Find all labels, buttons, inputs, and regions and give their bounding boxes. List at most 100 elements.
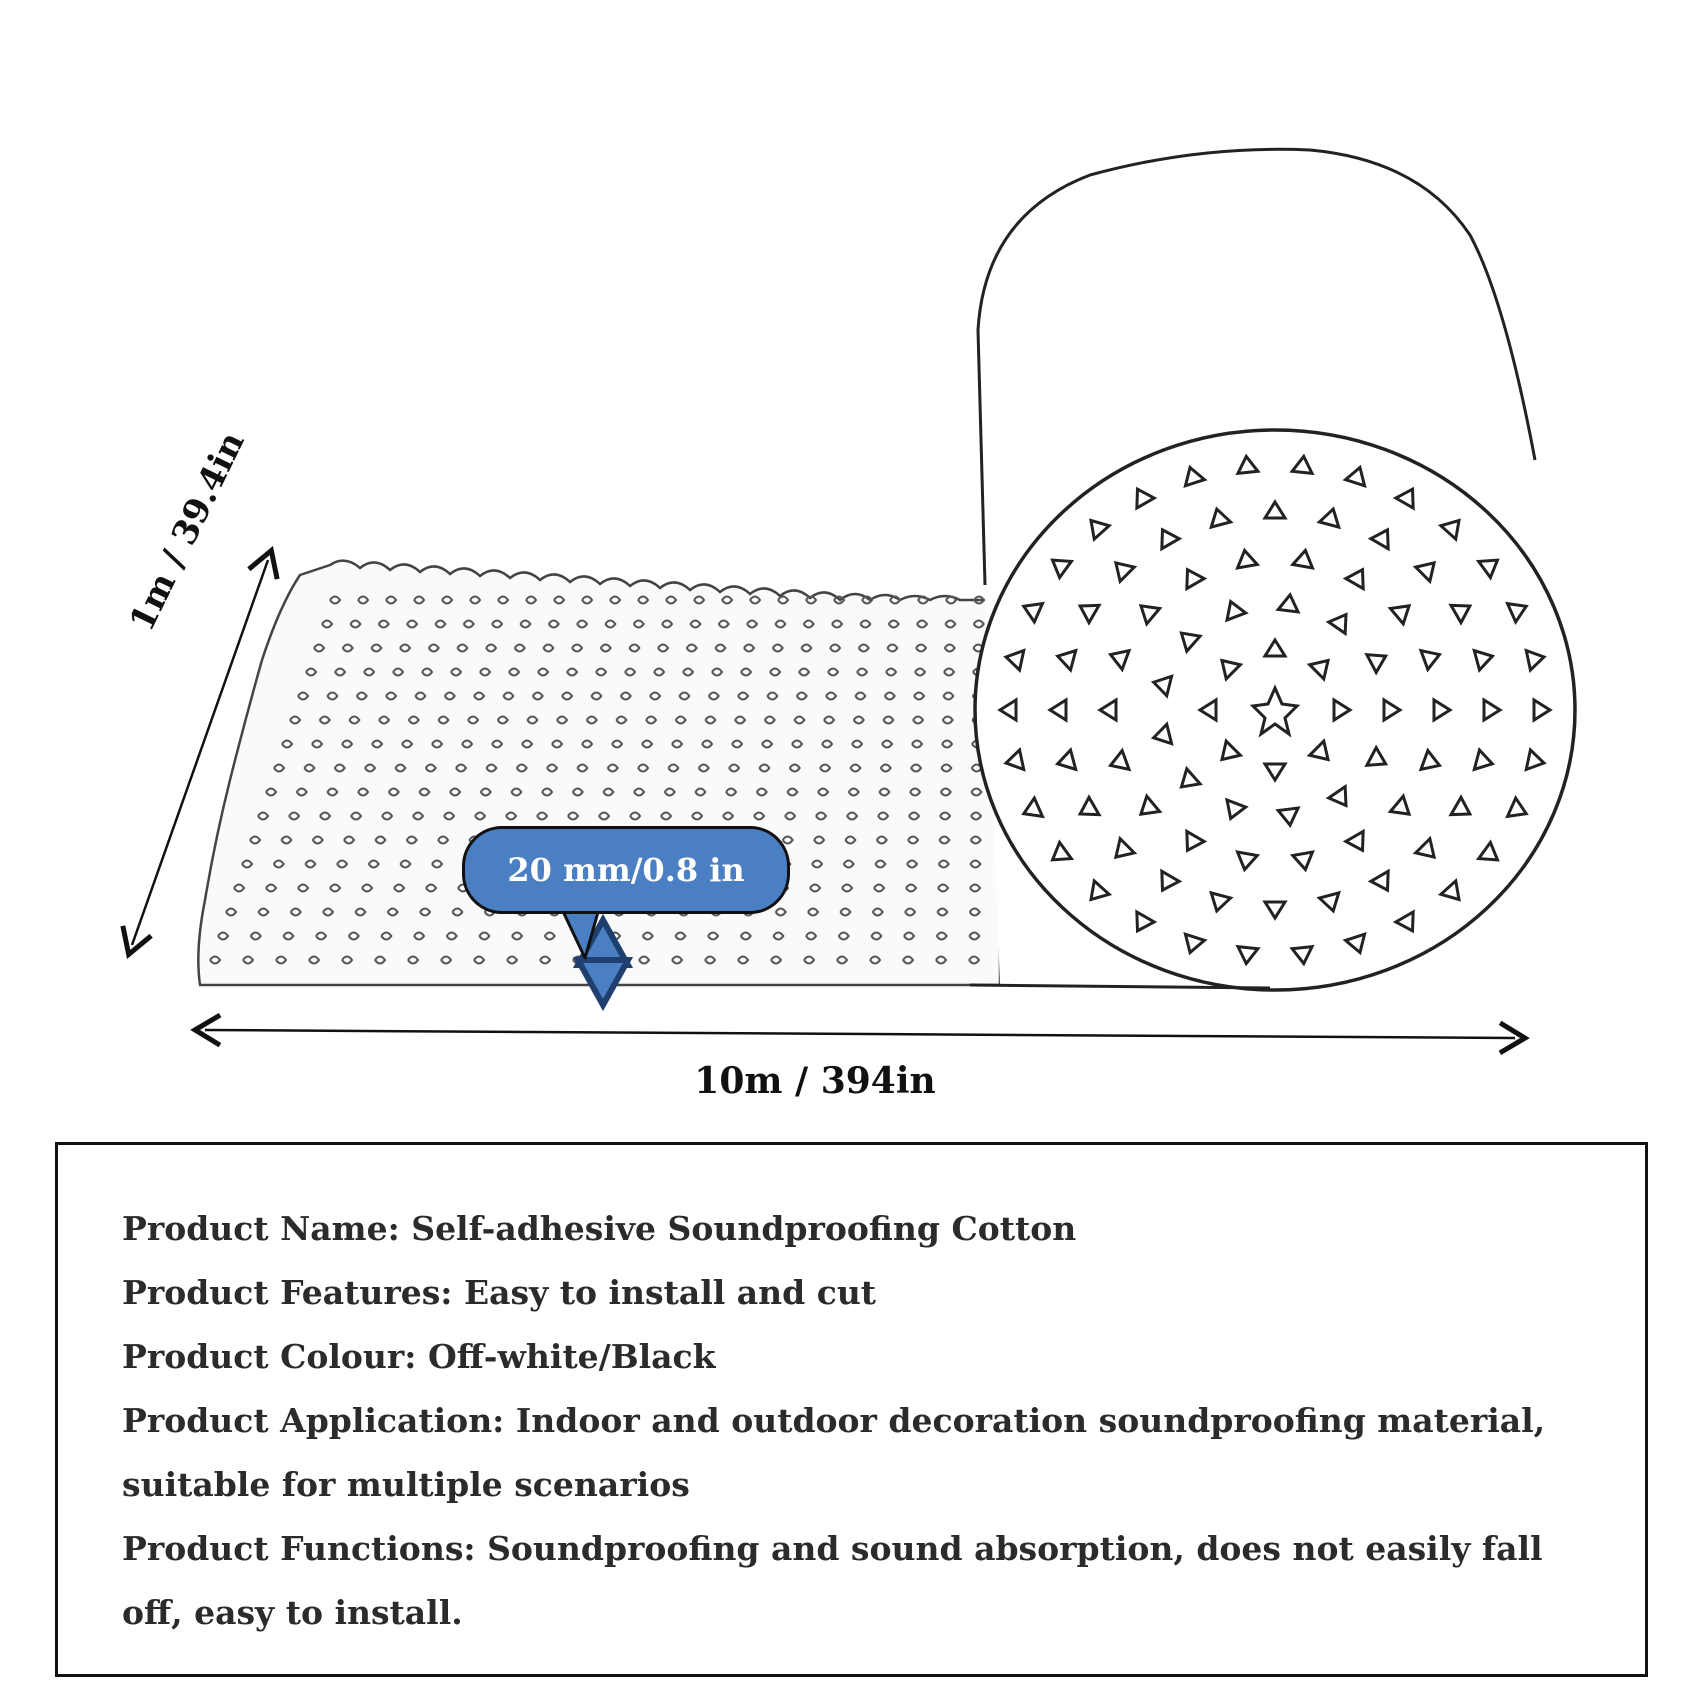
foam-bump	[437, 835, 450, 845]
foam-bump	[769, 667, 782, 677]
foam-bump	[693, 595, 706, 605]
roll-spiral-mark	[1197, 697, 1218, 723]
foam-bump	[968, 907, 981, 917]
foam-bump	[847, 787, 860, 797]
foam-bump	[505, 811, 518, 821]
roll-spiral-mark	[1524, 746, 1547, 772]
roll-spiral-mark	[1437, 877, 1461, 902]
foam-bump	[421, 667, 434, 677]
roll-spiral-mark	[1219, 658, 1244, 682]
foam-bump	[798, 667, 811, 677]
roll-spiral-mark	[1262, 900, 1288, 921]
foam-bump	[795, 691, 808, 701]
product-application-line: Product Application: Indoor and outdoor …	[122, 1401, 1546, 1440]
foam-bump	[440, 955, 453, 965]
foam-bump	[911, 739, 924, 749]
foam-bump	[628, 643, 641, 653]
roll-spiral-mark	[1262, 499, 1288, 520]
foam-bump	[941, 715, 954, 725]
foam-bump	[772, 931, 785, 941]
foam-bump	[969, 859, 982, 869]
foam-bump	[846, 811, 859, 821]
foam-bump	[443, 691, 456, 701]
roll-spiral-mark	[1054, 747, 1078, 772]
foam-bump	[909, 787, 922, 797]
roll-spiral-mark	[1003, 648, 1026, 674]
foam-bump	[906, 859, 919, 869]
foam-bump	[566, 667, 579, 677]
foam-bump	[910, 763, 923, 773]
foam-bump	[357, 787, 370, 797]
roll-spiral-mark	[1235, 453, 1261, 476]
foam-bump	[288, 811, 301, 821]
foam-bump	[321, 619, 334, 629]
roll-spiral-mark	[1185, 828, 1208, 853]
roll-spiral-mark	[1113, 835, 1138, 860]
foam-bump	[473, 691, 486, 701]
roll-spiral-mark	[1113, 560, 1138, 585]
foam-bump	[355, 691, 368, 701]
foam-bump	[611, 739, 624, 749]
foam-bump	[496, 715, 509, 725]
roll-center-mark	[1249, 684, 1301, 738]
roll-spiral-mark	[1472, 747, 1496, 772]
foam-bump	[704, 715, 717, 725]
foam-bump	[879, 763, 892, 773]
foam-bump	[313, 643, 326, 653]
foam-bump	[771, 643, 784, 653]
foam-bump	[585, 715, 598, 725]
foam-bump	[461, 739, 474, 749]
foam-bump	[743, 643, 756, 653]
foam-bump	[392, 667, 405, 677]
roll-spiral-mark	[1475, 839, 1500, 862]
roll-spiral-mark	[1179, 631, 1203, 655]
foam-bump	[425, 883, 438, 893]
roll-spiral-mark	[1342, 931, 1367, 956]
foam-bump	[297, 883, 310, 893]
foam-bump	[849, 763, 862, 773]
foam-bump	[413, 931, 426, 941]
foam-bump	[784, 811, 797, 821]
foam-bump	[606, 763, 619, 773]
foam-bump	[641, 739, 654, 749]
roll-spiral-mark	[1135, 909, 1158, 934]
roll-spiral-mark	[1448, 794, 1473, 817]
roll-spiral-mark	[1482, 697, 1503, 723]
foam-bump	[385, 691, 398, 701]
foam-bump	[511, 931, 524, 941]
foam-bump	[406, 619, 419, 629]
foam-bump	[761, 739, 774, 749]
foam-bump	[831, 619, 844, 629]
foam-bump	[717, 619, 730, 629]
roll-spiral-mark	[1316, 506, 1341, 530]
foam-bump	[282, 931, 295, 941]
foam-bump	[281, 739, 294, 749]
foam-bump	[904, 907, 917, 917]
foam-bump	[462, 619, 475, 629]
foam-bump	[969, 883, 982, 893]
roll-spiral-mark	[1367, 527, 1390, 552]
foam-bump	[319, 811, 332, 821]
roll-spiral-mark	[1089, 877, 1113, 902]
foam-bump	[370, 643, 383, 653]
foam-bump	[903, 931, 916, 941]
foam-bump	[803, 955, 816, 965]
foam-bump	[861, 595, 874, 605]
foam-roll-top-outline	[976, 147, 1537, 586]
foam-bump	[645, 715, 658, 725]
foam-bump	[870, 931, 883, 941]
roll-spiral-mark	[1325, 612, 1348, 637]
foam-bump	[970, 787, 983, 797]
foam-bump	[667, 763, 680, 773]
foam-bump	[357, 595, 370, 605]
foam-bump	[770, 955, 783, 965]
foam-bump	[571, 643, 584, 653]
roll-spiral-mark	[1387, 793, 1412, 816]
foam-bump	[336, 859, 349, 869]
roll-spiral-mark	[1367, 868, 1390, 893]
foam-bump	[595, 667, 608, 677]
foam-bump	[311, 739, 324, 749]
foam-bump	[604, 619, 617, 629]
roll-spiral-mark	[1107, 648, 1132, 673]
roll-spiral-mark	[1047, 697, 1068, 723]
